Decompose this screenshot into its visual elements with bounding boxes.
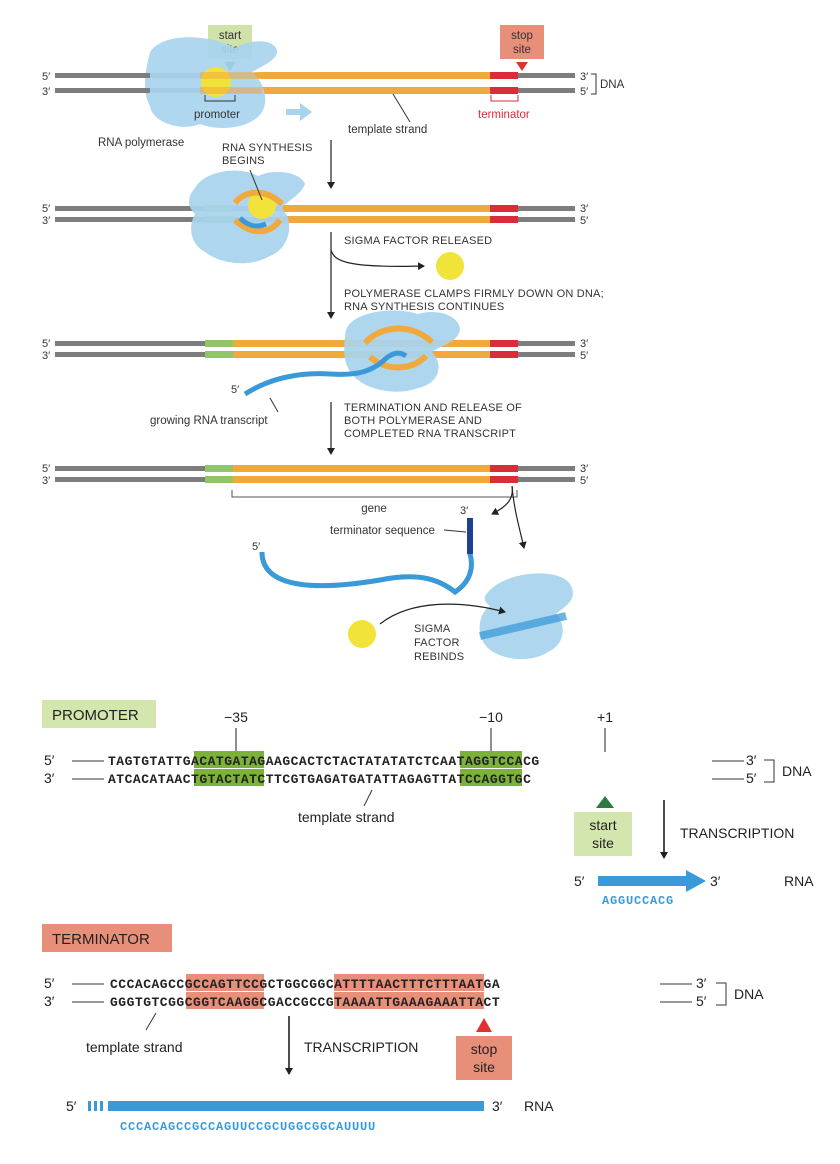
dna-5-right: 5′ [580, 86, 588, 98]
termination-caption-line1: TERMINATION AND RELEASE OF [344, 402, 522, 414]
terminator-rna-5: 5′ [66, 1098, 77, 1114]
terminator-dna-label: DNA [734, 986, 764, 1002]
termination-caption-line2: BOTH POLYMERASE AND [344, 415, 482, 427]
promoter-label: promoter [194, 109, 240, 121]
rna-synthesis-begins-line1: RNA SYNTHESIS [222, 142, 313, 154]
sigma-rebinds-line1: SIGMA [414, 623, 451, 635]
promoter-start-line2: site [592, 835, 614, 851]
promoter-template-strand: template strand [298, 809, 395, 825]
released-rna-5-end: 5′ [252, 541, 260, 553]
rebinding-sigma-factor [348, 620, 376, 648]
terminator-bottom-sequence: GGGTGTCGGCGGTCAAGGCGACCGCCGTAAAATTGAAAGA… [110, 995, 500, 1010]
rna-synthesis-begins-line2: BEGINS [222, 155, 265, 167]
dna4-5-end: 5′ [42, 463, 50, 475]
promoter-top-sequence: TAGTGTATTGACATGATAGAAGCACTCTACTATATATCTC… [108, 754, 540, 769]
terminator-rna-3: 3′ [492, 1098, 503, 1114]
promoter-rna-3: 3′ [710, 873, 721, 889]
template-strand-label: template strand [348, 124, 427, 136]
dna3-3-end: 3′ [42, 350, 50, 362]
terminator-rna-label: RNA [524, 1098, 554, 1114]
terminator-top-5: 5′ [44, 975, 55, 991]
sigma-released-caption: SIGMA FACTOR RELEASED [344, 235, 492, 247]
dna3-3-right: 3′ [580, 338, 588, 350]
completed-rna-transcript [259, 518, 474, 596]
dna3-5-end: 5′ [42, 338, 50, 350]
promoter-rna-5: 5′ [574, 873, 585, 889]
stop-site-marker [516, 62, 528, 71]
terminator-stop-box [456, 1036, 512, 1080]
dna2-5-right: 5′ [580, 215, 588, 227]
stop-site-label-line2: site [513, 44, 531, 56]
dna2-3-end: 3′ [42, 215, 50, 227]
start-site-label-line1: start [219, 30, 242, 42]
clamps-caption-line1: POLYMERASE CLAMPS FIRMLY DOWN ON DNA; [344, 288, 604, 300]
dna-5-end: 5′ [42, 71, 50, 83]
position-minus10: −10 [479, 709, 503, 725]
terminator-rna-sequence: CCCACAGCCGCCAGUUCCGCUGGCGGCAUUUU [120, 1120, 376, 1134]
promoter-top-3: 3′ [746, 752, 757, 768]
released-sigma-factor [436, 252, 464, 280]
dna4-3-right: 3′ [580, 463, 588, 475]
terminator-stop-line2: site [473, 1059, 495, 1075]
clamps-caption-line2: RNA SYNTHESIS CONTINUES [344, 301, 504, 313]
promoter-rna-label: RNA [784, 873, 814, 889]
position-minus35: −35 [224, 709, 248, 725]
sigma-rebinds-line3: REBINDS [414, 651, 464, 663]
promoter-bottom-5: 5′ [746, 770, 757, 786]
sigma-rebinds-line2: FACTOR [414, 637, 460, 649]
rna-polymerase-3 [344, 310, 460, 392]
promoter-dna-label: DNA [782, 763, 812, 779]
termination-caption-line3: COMPLETED RNA TRANSCRIPT [344, 428, 516, 440]
terminator-stop-line1: stop [471, 1041, 498, 1057]
promoter-top-5: 5′ [44, 752, 55, 768]
stage-4: 5′ 3′ 3′ 5′ gene terminator sequence 3′ … [42, 463, 588, 663]
terminator-title: TERMINATOR [52, 931, 150, 948]
terminator-stop-marker [476, 1018, 492, 1032]
promoter-panel: PROMOTER −35 −10 +1 5′ TAGTGTATTGACATGAT… [42, 700, 814, 908]
dna2-3-right: 3′ [580, 203, 588, 215]
promoter-transcription-label: TRANSCRIPTION [680, 825, 794, 841]
rna-polymerase-2 [188, 170, 305, 264]
stage-2: RNA SYNTHESIS BEGINS 5′ 3′ 3′ 5′ SIGMA F… [42, 140, 604, 319]
position-plus1: +1 [597, 709, 613, 725]
stage-1: start site stop site 5′ 3′ 3′ 5′ DNA pro… [42, 25, 625, 149]
terminator-panel: TERMINATOR 5′ CCCACAGCCGCCAGTTCCGCTGGCGG… [42, 924, 764, 1134]
dna-3-end: 3′ [42, 86, 50, 98]
released-rna-polymerase [479, 573, 573, 660]
promoter-start-line1: start [589, 817, 616, 833]
growing-rna-label: growing RNA transcript [150, 415, 268, 427]
stop-site-label-line1: stop [511, 30, 533, 42]
promoter-bottom-3: 3′ [44, 770, 55, 786]
stage-3: 5′ 3′ 3′ 5′ 5′ growing RNA transcript TE… [42, 310, 588, 455]
rna-polymerase-label: RNA polymerase [98, 137, 184, 149]
terminator-sequence-label: terminator sequence [330, 525, 435, 537]
terminator-bottom-5: 5′ [696, 993, 707, 1009]
promoter-rna-sequence: AGGUCCACG [602, 894, 674, 908]
promoter-bottom-sequence: ATCACATAACTGTACTATCTTCGTGAGATGATATTAGAGT… [108, 772, 531, 787]
terminator-title-box [42, 924, 172, 952]
dna-3-right: 3′ [580, 71, 588, 83]
gene-label: gene [361, 503, 387, 515]
terminator-top-3: 3′ [696, 975, 707, 991]
stop-site-box [500, 25, 544, 59]
promoter-start-marker [596, 796, 614, 808]
terminator-transcription-label: TRANSCRIPTION [304, 1039, 418, 1055]
dna3-5-right: 5′ [580, 350, 588, 362]
dna4-3-end: 3′ [42, 475, 50, 487]
promoter-title: PROMOTER [52, 707, 139, 724]
terminator-top-sequence: CCCACAGCCGCCAGTTCCGCTGGCGGCATTTTAACTTTCT… [110, 977, 500, 992]
dna2-5-end: 5′ [42, 203, 50, 215]
rna-5-end: 5′ [231, 384, 239, 396]
promoter-title-box [42, 700, 156, 728]
dna4-5-right: 5′ [580, 475, 588, 487]
terminator-label: terminator [478, 109, 530, 121]
dna-label: DNA [600, 79, 625, 91]
growing-rna-transcript [243, 350, 408, 397]
promoter-start-box [574, 812, 632, 856]
released-rna-3-end: 3′ [460, 505, 468, 517]
terminator-template-strand: template strand [86, 1039, 183, 1055]
terminator-bottom-3: 3′ [44, 993, 55, 1009]
